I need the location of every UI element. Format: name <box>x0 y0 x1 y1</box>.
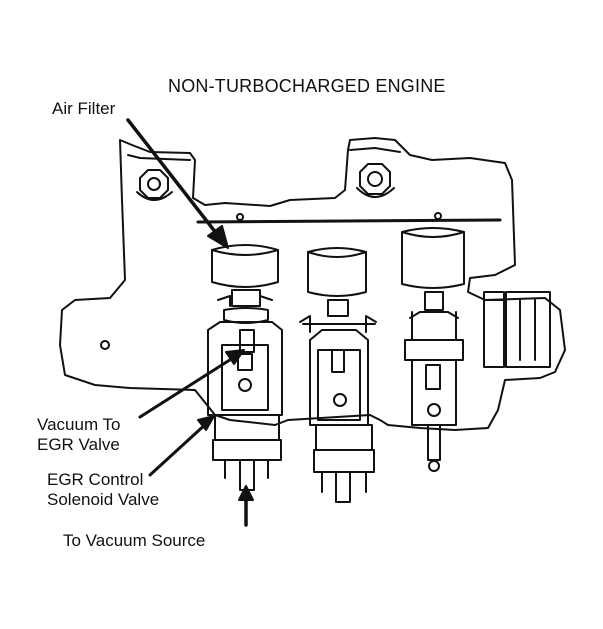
bracket-hole <box>434 212 442 220</box>
label-vacuum-to-egr: Vacuum To EGR Valve <box>37 415 120 455</box>
bolt-right <box>356 163 395 198</box>
leader-vacuum-source <box>238 485 254 527</box>
label-egr-control: EGR Control Solenoid Valve <box>47 470 159 510</box>
leader-air-filter <box>126 118 229 249</box>
solenoid-valve-2 <box>299 247 377 503</box>
side-connector <box>483 291 551 368</box>
bracket-fold-line <box>196 218 502 224</box>
bracket-inner-edge <box>127 147 401 161</box>
bolt-left <box>136 169 173 201</box>
leader-egr-control <box>148 415 215 477</box>
leader-vacuum-to-egr <box>138 349 245 419</box>
mounting-bracket <box>59 137 566 431</box>
air-filter-cap <box>211 244 279 288</box>
label-egr-control-line2: Solenoid Valve <box>47 490 160 509</box>
label-vacuum-to-egr-line1: Vacuum To <box>37 415 121 434</box>
solenoid-valve-3 <box>401 227 465 472</box>
label-vacuum-to-egr-line2: EGR Valve <box>37 435 120 454</box>
label-to-vacuum-source: To Vacuum Source <box>63 531 206 550</box>
label-air-filter: Air Filter <box>52 99 116 118</box>
bracket-hole <box>100 340 110 350</box>
diagram-title: NON-TURBOCHARGED ENGINE <box>168 76 446 96</box>
label-egr-control-line1: EGR Control <box>47 470 144 489</box>
bracket-hole <box>236 213 244 221</box>
solenoid-valve-1 <box>207 244 283 491</box>
